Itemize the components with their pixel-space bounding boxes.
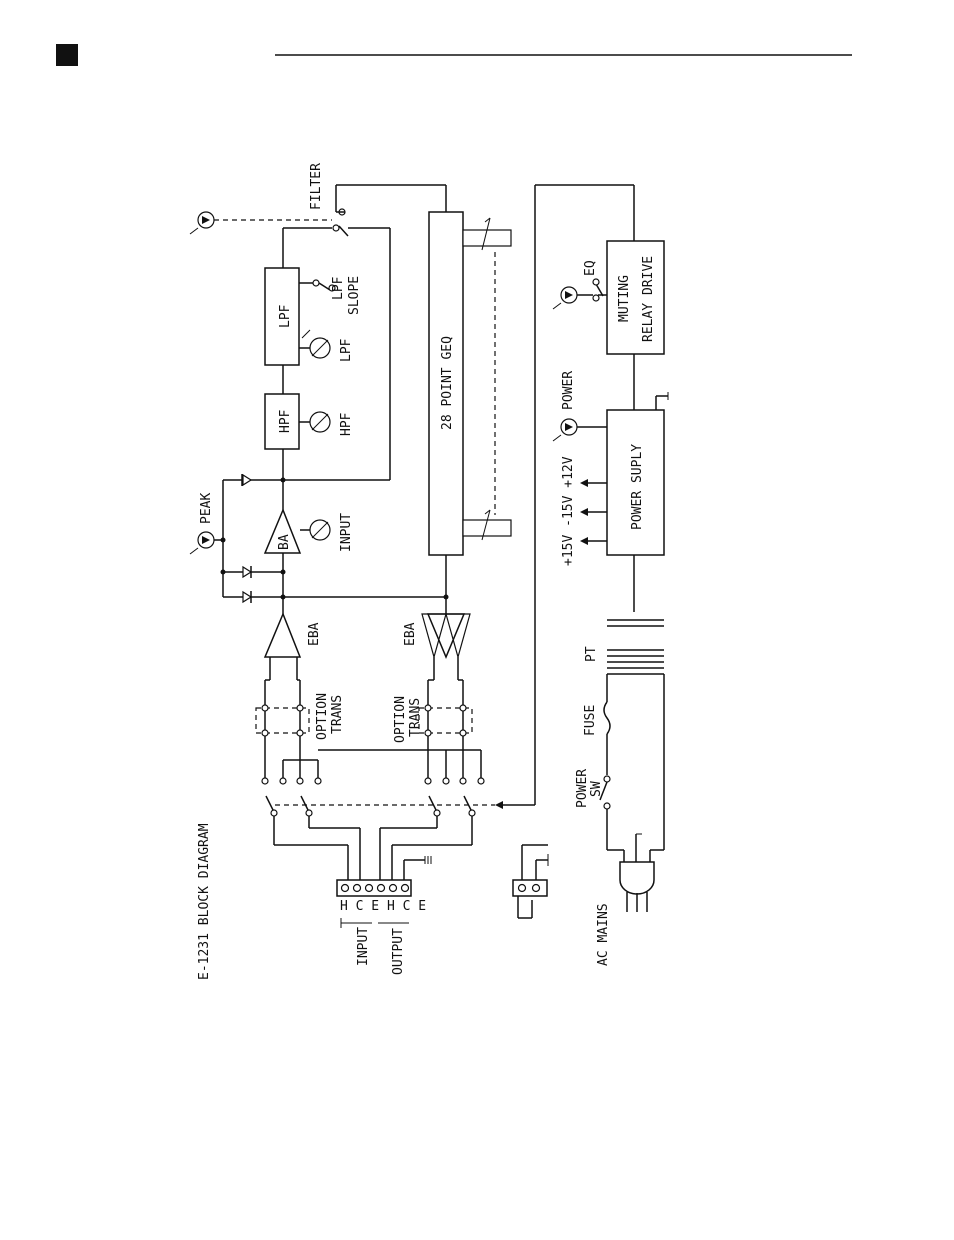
eba-output-amplifier bbox=[428, 614, 464, 657]
lpf-slope-label-1: LPF bbox=[331, 276, 346, 300]
output-option-label-2: TRANS bbox=[408, 698, 423, 737]
power-sw-label-1: POWER bbox=[575, 769, 590, 808]
output-connector-label: OUTPUT bbox=[391, 928, 406, 975]
input-option-label-1: OPTION bbox=[315, 693, 330, 740]
ba-label: BA bbox=[277, 534, 292, 550]
output-option-trans bbox=[419, 708, 472, 733]
ac-plug-icon bbox=[620, 862, 654, 894]
geq-slider-top-icon bbox=[463, 230, 511, 246]
corner-mark bbox=[56, 44, 78, 66]
power-sw-label-2: SW bbox=[589, 781, 604, 797]
power-supply-label: POWER SUPLY bbox=[630, 444, 645, 530]
diagram-title: E-1231 BLOCK DIAGRAM bbox=[197, 823, 212, 980]
eba-input-amplifier bbox=[265, 614, 300, 657]
muting-label-2: RELAY DRIVE bbox=[641, 256, 656, 342]
eba-input-label: EBA bbox=[307, 622, 322, 646]
hpf-knob-label: HPF bbox=[339, 412, 354, 436]
pt-label: PT bbox=[584, 646, 599, 662]
fuse-label: FUSE bbox=[583, 705, 598, 736]
input-connector-label: INPUT bbox=[356, 927, 371, 966]
output-option-label-1: OPTION bbox=[393, 696, 408, 743]
input-knob-label: INPUT bbox=[339, 513, 354, 552]
input-option-label-2: TRANS bbox=[330, 695, 345, 734]
eba-output-label: EBA bbox=[403, 622, 418, 646]
hpf-block-label: HPF bbox=[278, 409, 293, 433]
lpf-slope-label-2: SLOPE bbox=[347, 276, 362, 315]
muting-label-1: MUTING bbox=[617, 275, 632, 322]
eq-label: EQ bbox=[583, 260, 598, 276]
filter-label: FILTER bbox=[309, 163, 324, 210]
input-option-trans bbox=[256, 708, 309, 733]
voltages-label: +15V -15V +12V bbox=[561, 456, 576, 566]
geq-block-label: 28 POINT GEQ bbox=[440, 336, 455, 430]
connector-pins: H C E H C E bbox=[340, 899, 426, 914]
fuse-icon bbox=[604, 702, 610, 734]
ac-mains-label: AC MAINS bbox=[596, 903, 611, 966]
lpf-block-label: LPF bbox=[278, 304, 293, 328]
peak-label: PEAK bbox=[199, 493, 214, 524]
power-led-label: POWER bbox=[561, 371, 576, 410]
lpf-knob-label: LPF bbox=[339, 338, 354, 362]
